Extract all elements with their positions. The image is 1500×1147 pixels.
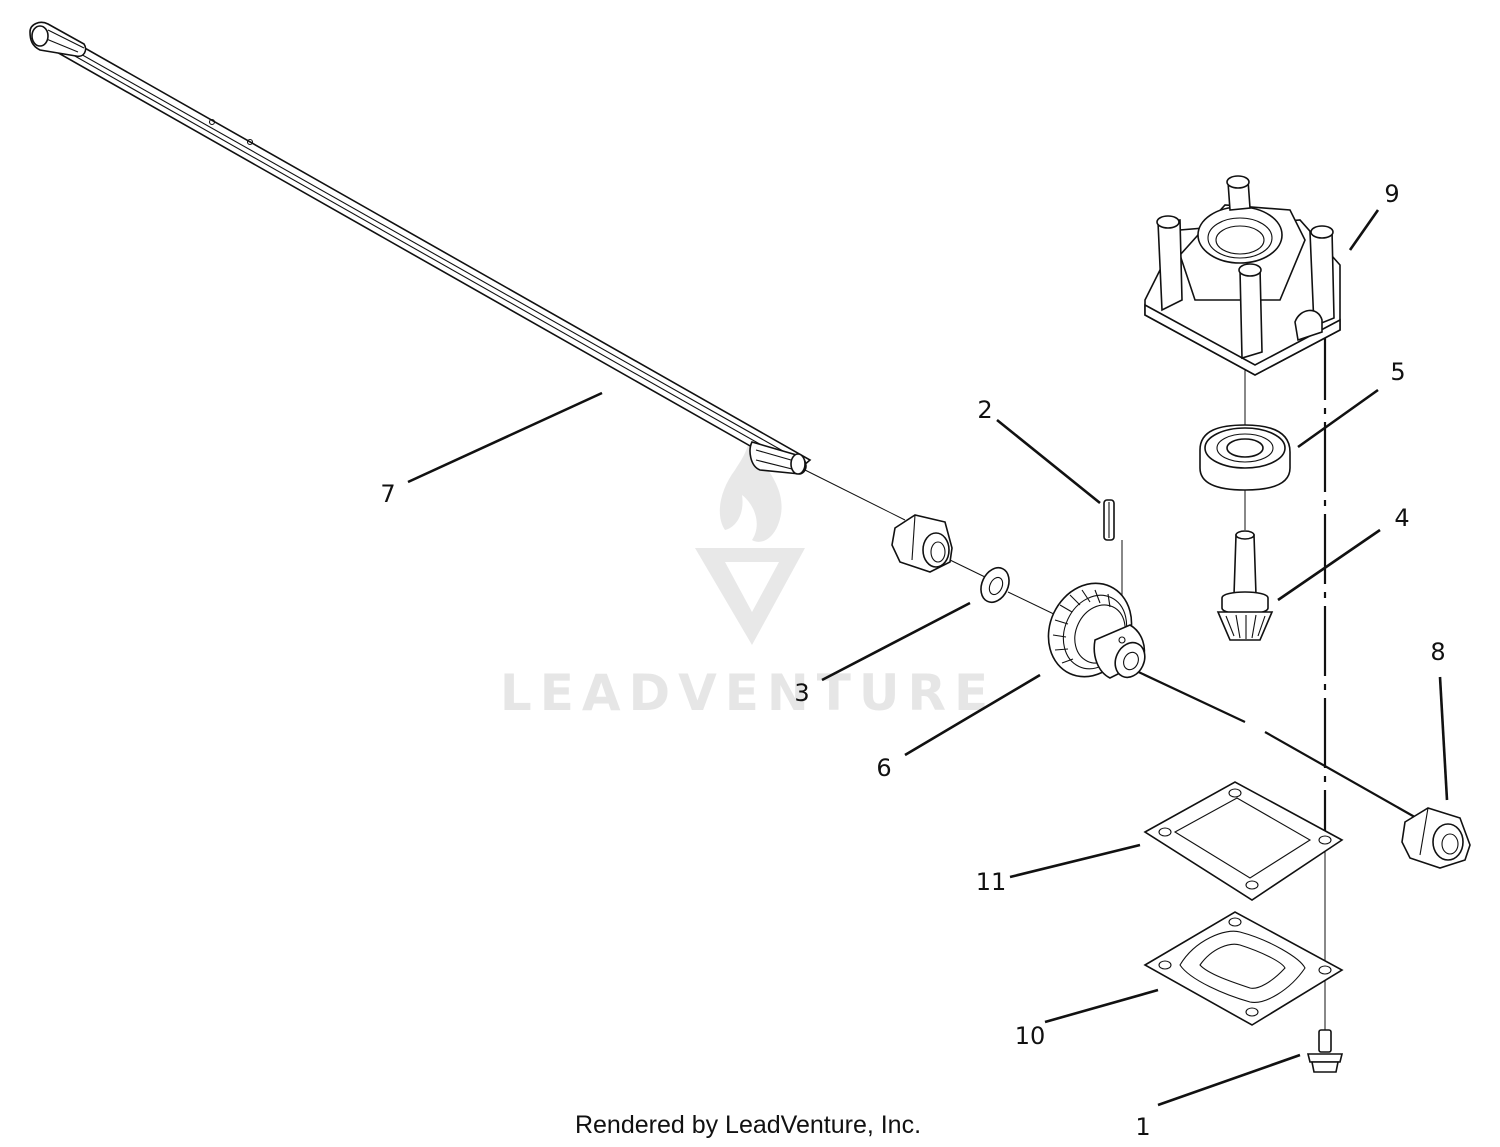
bevel-gear — [1047, 582, 1146, 679]
watermark-v-logo-icon — [695, 548, 805, 645]
roll-pin — [1103, 499, 1115, 541]
part-label-8: 8 — [1430, 638, 1445, 666]
washer — [980, 566, 1010, 604]
housing-cover — [1143, 911, 1344, 1026]
part-label-7: 7 — [380, 480, 395, 508]
part-label-5: 5 — [1390, 358, 1405, 386]
pinion-gear-shaft — [1216, 530, 1274, 641]
bushing-right — [1401, 807, 1471, 869]
part-label-2: 2 — [977, 396, 992, 424]
footer-credit: Rendered by LeadVenture, Inc. — [575, 1111, 921, 1139]
part-label-11: 11 — [976, 868, 1007, 896]
gear-housing — [1144, 175, 1341, 376]
leader-lines — [407, 209, 1449, 1107]
part-label-4: 4 — [1394, 504, 1409, 532]
watermark-text: LEADVENTURE — [500, 664, 996, 722]
part-label-9: 9 — [1384, 180, 1399, 208]
flange-bolt — [1306, 1029, 1344, 1073]
assembly-lines — [804, 330, 1421, 1040]
part-label-1: 1 — [1135, 1113, 1150, 1141]
part-label-10: 10 — [1015, 1022, 1046, 1050]
bushing-left — [891, 514, 953, 573]
part-labels: 1 2 3 4 5 6 7 8 9 10 11 — [380, 180, 1445, 1141]
ball-bearing — [1199, 424, 1291, 491]
gasket — [1143, 781, 1344, 901]
part-label-6: 6 — [876, 754, 891, 782]
watermark: LEADVENTURE — [500, 445, 996, 722]
drive-shaft — [29, 21, 812, 475]
part-label-3: 3 — [794, 679, 809, 707]
